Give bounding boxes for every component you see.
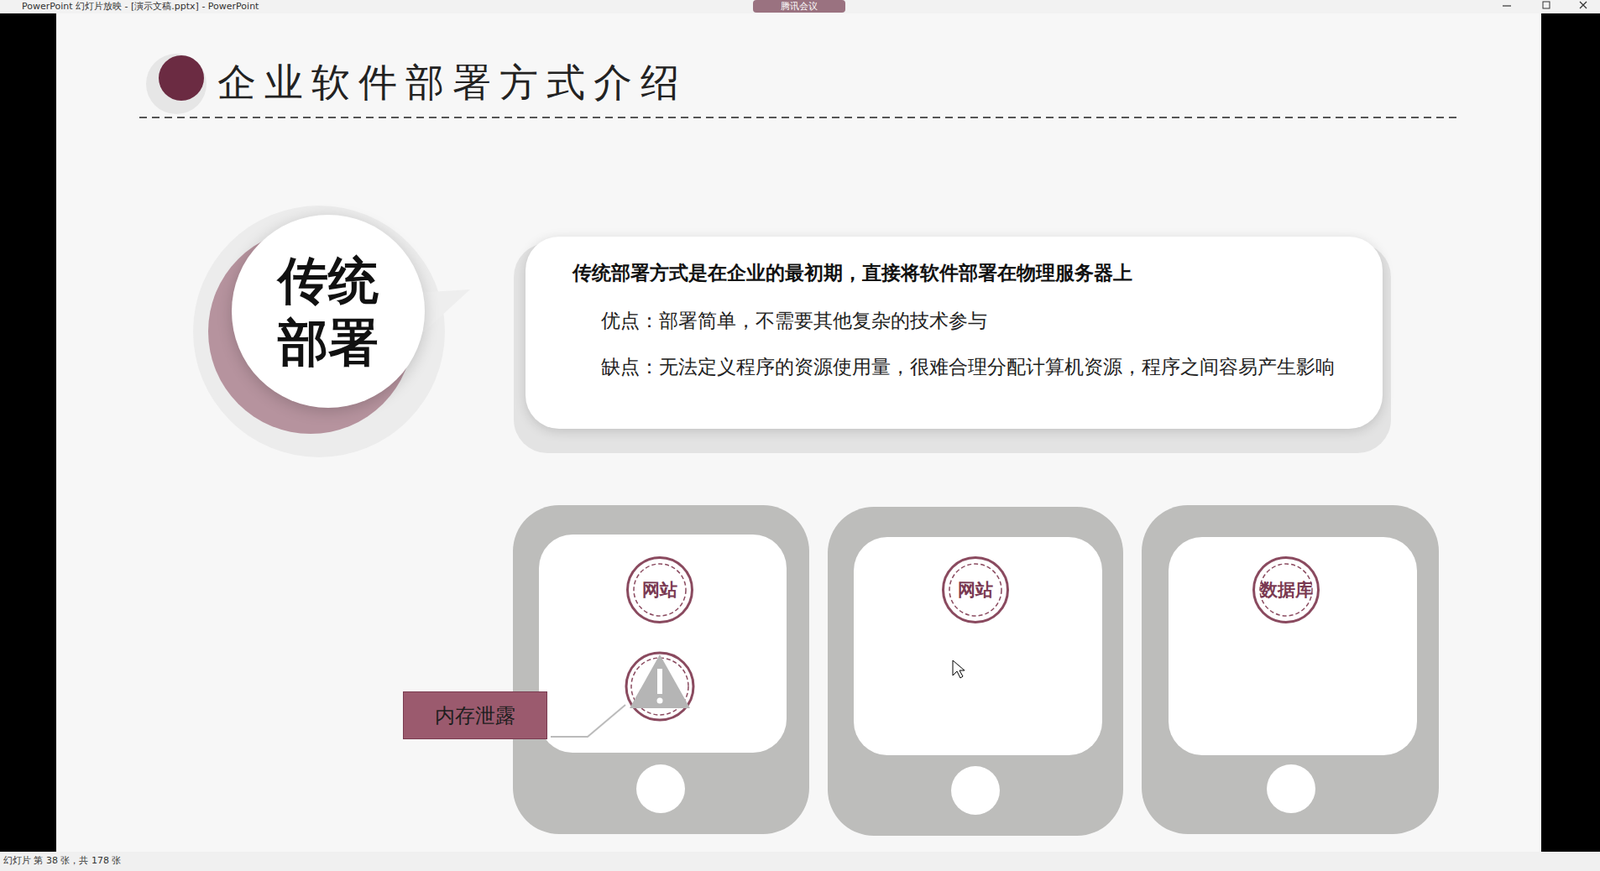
- title-bar: [0, 0, 1600, 14]
- node-text: 传统 部署: [273, 249, 383, 374]
- warning-icon: [626, 653, 694, 721]
- node-text: 缺点：无法定义程序的资源使用量，很难合理分配计算机资源，程序之间容易产生影响: [601, 355, 1357, 380]
- window-label: 腾讯会议: [752, 0, 846, 13]
- title-rule: [139, 116, 1458, 119]
- meeting-pill: [752, 0, 846, 13]
- slide-title: 企业软件部署方式介绍: [217, 57, 688, 110]
- window-label: PowerPoint 幻灯片放映 - [演示文稿.pptx] - PowerPo…: [21, 0, 259, 13]
- phone-2: [827, 507, 1124, 837]
- slide: [56, 13, 1542, 853]
- minimize-icon: [1502, 5, 1512, 6]
- service-circle: 网站: [626, 556, 694, 624]
- window-label: 幻灯片 第 38 张，共 178 张: [3, 854, 121, 868]
- close-icon: [1579, 1, 1587, 9]
- right-strip: [1541, 13, 1600, 853]
- restore-icon: [1542, 1, 1550, 9]
- service-label: 网站: [642, 578, 678, 602]
- description-panel: 传统部署方式是在企业的最初期，直接将软件部署在物理服务器上优点：部署简单，不需要…: [525, 236, 1383, 429]
- node-text: 优点：部署简单，不需要其他复杂的技术参与: [601, 308, 1358, 334]
- topic-circle: 传统 部署: [231, 214, 425, 408]
- node-text: 传统部署方式是在企业的最初期，直接将软件部署在物理服务器上: [572, 259, 1358, 287]
- phone-1: [512, 505, 810, 835]
- status-bar: [0, 852, 1600, 871]
- service-label: 网站: [957, 578, 994, 602]
- mouse-cursor: [952, 660, 965, 679]
- service-label: 数据库: [1260, 578, 1313, 602]
- phone-3: [1141, 505, 1439, 835]
- node-text: 内存泄露: [434, 702, 516, 730]
- leader-line: [550, 705, 626, 738]
- service-circle: 网站: [941, 556, 1010, 624]
- title-dot: [158, 55, 204, 101]
- circle-halo: [193, 205, 445, 458]
- callout-box: 内存泄露: [402, 691, 548, 740]
- title-dot-shadow: [146, 53, 207, 115]
- service-circle: 数据库: [1252, 556, 1320, 624]
- left-strip: [0, 13, 57, 853]
